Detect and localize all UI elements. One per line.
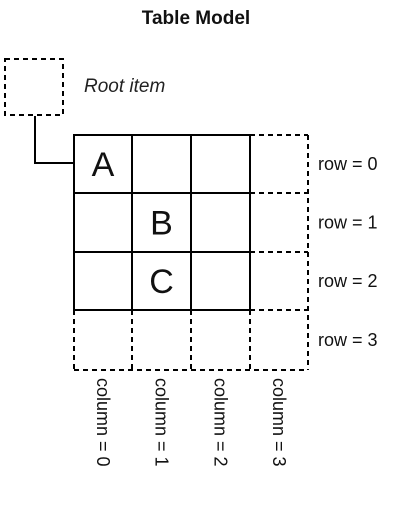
cell-b: B bbox=[150, 205, 173, 243]
cell-letters: ABC bbox=[92, 146, 174, 301]
solid-grid bbox=[73, 134, 251, 311]
root-item-box bbox=[4, 58, 64, 116]
grid-outline bbox=[73, 134, 251, 311]
column-labels: column = 0 column = 1 column = 2 column = 3 bbox=[93, 378, 289, 467]
root-connector bbox=[34, 116, 74, 164]
column-label-1: column = 1 bbox=[152, 378, 172, 467]
root-item-label: Root item bbox=[84, 76, 165, 97]
column-label-3: column = 3 bbox=[269, 378, 289, 467]
row-label-2: row = 2 bbox=[318, 271, 378, 291]
row-label-1: row = 1 bbox=[318, 213, 378, 233]
column-label-2: column = 2 bbox=[211, 378, 231, 467]
cell-a: A bbox=[92, 146, 115, 184]
diagram-title: Table Model bbox=[142, 8, 250, 29]
row-label-3: row = 3 bbox=[318, 330, 378, 350]
dashed-grid bbox=[73, 134, 309, 371]
column-label-0: column = 0 bbox=[93, 378, 113, 467]
cell-c: C bbox=[149, 263, 174, 301]
row-label-0: row = 0 bbox=[318, 154, 378, 174]
row-labels: row = 0 row = 1 row = 2 row = 3 bbox=[318, 154, 378, 350]
